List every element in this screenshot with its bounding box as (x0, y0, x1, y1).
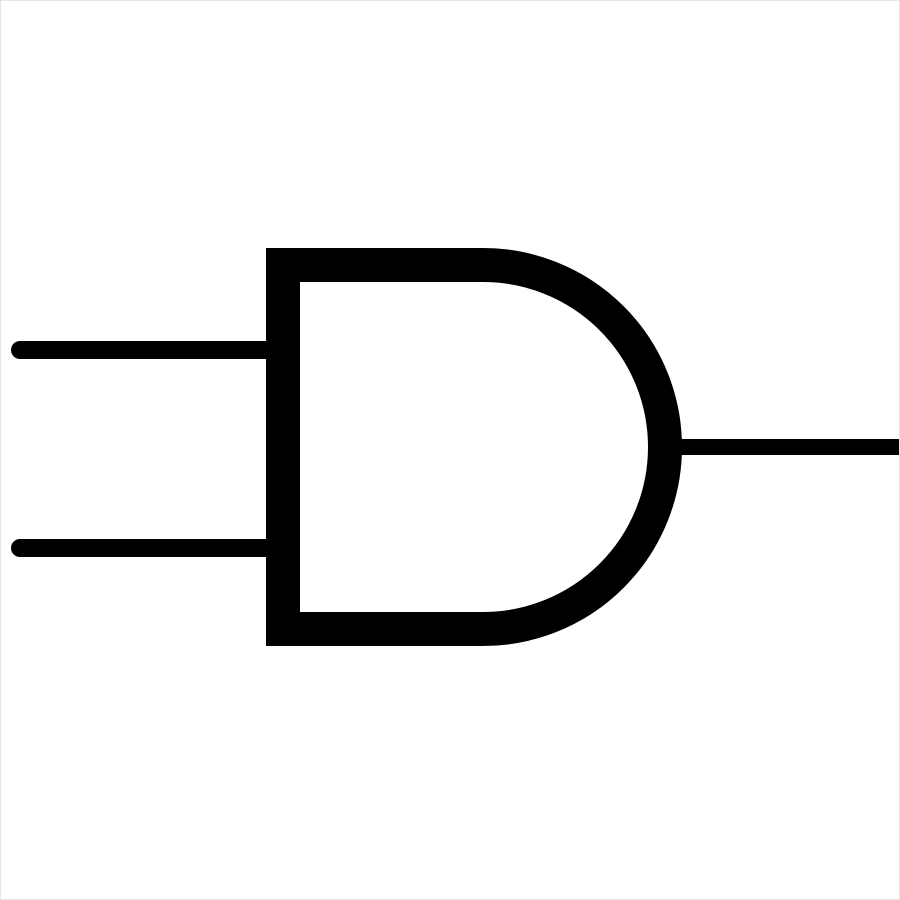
gate-body (266, 248, 682, 646)
